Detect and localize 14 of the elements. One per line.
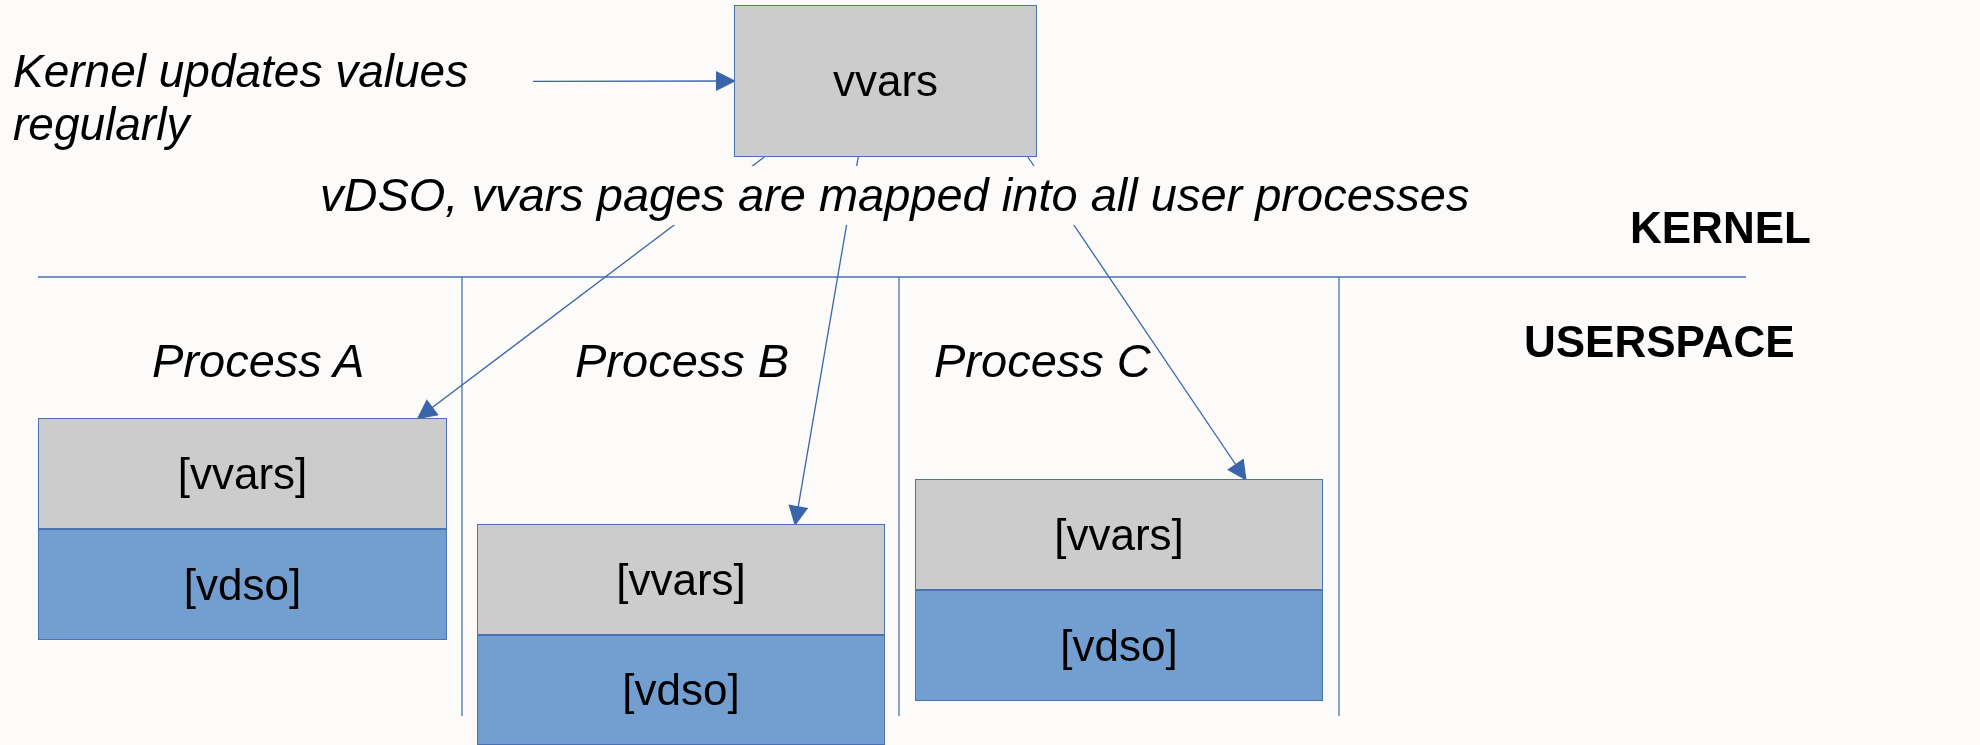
arrow bbox=[532, 71, 736, 92]
memory-page-box: vvars bbox=[734, 5, 1037, 157]
process-label: Process C bbox=[934, 333, 1151, 389]
memory-page-box: [vdso] bbox=[477, 635, 885, 745]
memory-page-box: [vdso] bbox=[915, 590, 1323, 701]
memory-page-box: [vdso] bbox=[38, 529, 447, 640]
section-label: USERSPACE bbox=[1524, 316, 1795, 368]
section-label: KERNEL bbox=[1630, 202, 1811, 254]
memory-page-box: [vvars] bbox=[477, 524, 885, 635]
annotation-text: Kernel updates values regularly bbox=[13, 45, 469, 150]
process-label: Process A bbox=[152, 333, 365, 389]
memory-page-box: [vvars] bbox=[915, 479, 1323, 590]
process-label: Process B bbox=[575, 333, 790, 389]
memory-page-box: [vvars] bbox=[38, 418, 447, 529]
